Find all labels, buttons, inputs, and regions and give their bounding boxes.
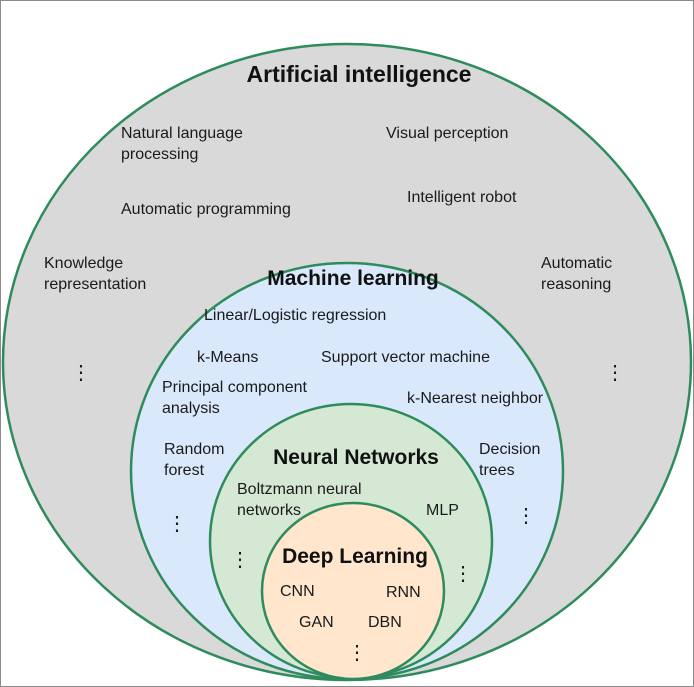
ai-item-knowledge-representation: Knowledge representation <box>44 255 147 293</box>
dl-item-gan: GAN <box>299 614 334 631</box>
ml-item-linear-logistic-regression: Linear/Logistic regression <box>204 307 387 324</box>
ml-item-decision-trees: Decision trees <box>479 441 541 479</box>
ml-item-support-vector-machine: Support vector machine <box>321 349 490 366</box>
neural-networks-title: Neural Networks <box>273 446 439 469</box>
dl-ellipsis: ⋮ <box>347 642 367 664</box>
deep-learning-title: Deep Learning <box>282 545 428 568</box>
ml-item-k-nearest-neighbor: k-Nearest neighbor <box>407 390 544 407</box>
ai-item-automatic-programming: Automatic programming <box>121 201 291 218</box>
nn-ellipsis-left: ⋮ <box>230 549 250 571</box>
ml-ellipsis-left: ⋮ <box>167 513 187 535</box>
dl-item-dbn: DBN <box>368 614 402 631</box>
ai-item-automatic-reasoning: Automatic reasoning <box>541 255 613 293</box>
deep-learning-circle <box>260 501 446 681</box>
ml-item-principal-component-analysis: Principal component analysis <box>162 379 307 417</box>
nn-ellipsis-right: ⋮ <box>453 563 473 585</box>
ai-ellipsis-left: ⋮ <box>71 362 91 384</box>
ai-item-natural-language-processing: Natural language processing <box>121 125 243 163</box>
ml-ellipsis-right: ⋮ <box>516 505 536 527</box>
machine-learning-title: Machine learning <box>267 267 439 290</box>
ai-item-intelligent-robot: Intelligent robot <box>407 189 517 206</box>
ai-item-visual-perception: Visual perception <box>386 125 509 142</box>
ml-item-random-forest: Random forest <box>164 441 225 479</box>
artificial-intelligence-title: Artificial intelligence <box>246 61 472 87</box>
ai-ellipsis-right: ⋮ <box>605 362 625 384</box>
ml-item-k-means: k-Means <box>197 349 259 366</box>
dl-item-cnn: CNN <box>280 583 315 600</box>
nn-item-mlp: MLP <box>426 502 459 519</box>
nn-item-boltzmann-neural-networks: Boltzmann neural networks <box>237 481 362 519</box>
dl-item-rnn: RNN <box>386 584 421 601</box>
